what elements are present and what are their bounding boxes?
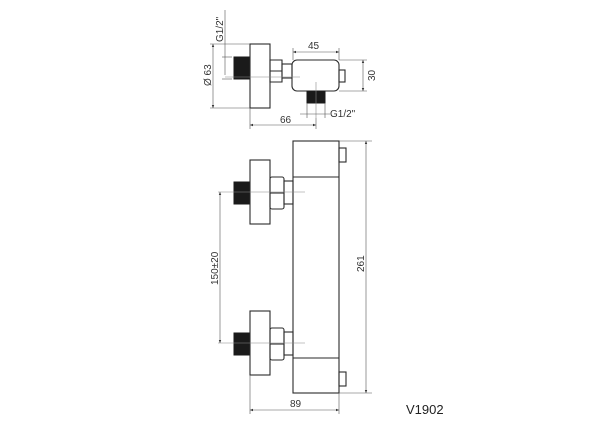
hex-nut-top — [269, 59, 283, 83]
top-knob-stub — [338, 147, 347, 163]
dim-body-depth: 45 — [308, 41, 320, 52]
body-front — [292, 140, 340, 394]
front-view: 150±20 261 89 — [210, 140, 372, 414]
model-code: V1902 — [406, 402, 444, 417]
dim-flange-diameter: Ø 63 — [203, 64, 214, 86]
dim-outlet-thread: G1/2" — [330, 109, 356, 120]
dim-inlet-spacing: 150±20 — [210, 251, 221, 285]
flange-top — [249, 43, 271, 109]
top-view: G1/2" Ø 63 45 30 G1/2" 66 — [203, 10, 378, 129]
dim-total-height: 261 — [356, 255, 367, 272]
inlet-thread-top — [233, 56, 251, 80]
bottom-knob-stub — [338, 371, 347, 387]
knob-stub-top — [338, 69, 346, 83]
body-top — [291, 59, 340, 92]
dim-wall-projection: 66 — [280, 115, 292, 126]
upper-inlet — [218, 159, 305, 225]
lower-inlet — [218, 310, 305, 376]
dim-body-height: 30 — [367, 69, 378, 81]
dim-total-depth: 89 — [290, 399, 302, 410]
dim-inlet-thread: G1/2" — [215, 16, 226, 42]
connector-top — [281, 63, 293, 79]
